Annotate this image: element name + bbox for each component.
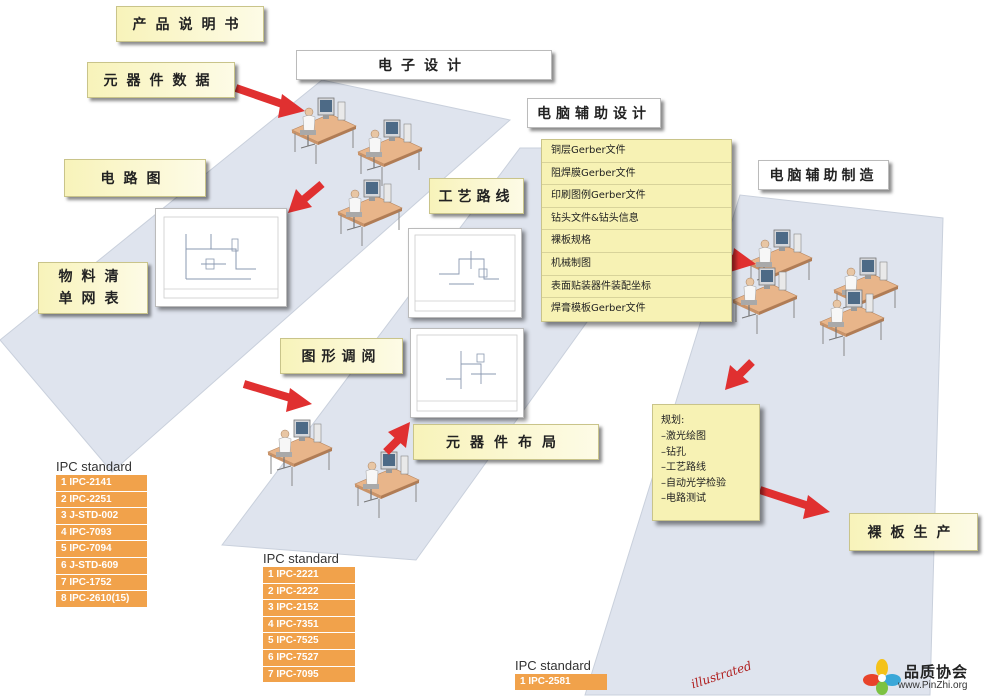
plan-item: –工艺路线 [661,462,706,473]
arrow-icon [234,84,305,118]
ipc-standard-item: 4 IPC-7351 [263,616,355,633]
file-list-item: 表面贴装器件装配坐标 [542,276,731,299]
label-component-layout: 元器件布局 [413,424,599,460]
watermark-url: www.PinZhi.org [898,680,968,691]
ipc-standard-item: 7 IPC-1752 [56,574,147,591]
file-list-item: 印刷图例Gerber文件 [542,185,731,208]
file-list-item: 机械制图 [542,253,731,276]
cad-file-list: 铜层Gerber文件 阻焊膜Gerber文件 印刷图例Gerber文件 钻头文件… [541,139,732,322]
label-cam: 电脑辅助制造 [758,160,889,190]
file-list-item: 裸板规格 [542,230,731,253]
ipc-standard-item: 4 IPC-7093 [56,524,147,541]
file-list-item: 阻焊膜Gerber文件 [542,163,731,186]
label-bom-line1: 物料清 [58,269,128,285]
plan-title: 规划: [661,415,685,426]
label-bom-netlist: 物料清 单网表 [38,262,148,314]
arrow-icon [242,380,312,412]
label-component-data: 元器件数据 [87,62,235,98]
label-cad: 电脑辅助设计 [527,98,661,128]
ipc-standard-item: 3 J-STD-002 [56,508,147,524]
ipc-standard-item: 7 IPC-7095 [263,666,355,683]
ipc-standard-item: 2 IPC-2222 [263,583,355,600]
ipc-standard-item: 2 IPC-2251 [56,491,147,508]
arrow-icon [758,486,830,519]
label-schematic: 电路图 [64,159,206,197]
label-product-manual: 产品说明书 [116,6,264,42]
label-bom-line2: 单网表 [58,291,128,307]
arrow-icon [383,422,410,455]
review-drawing [410,328,524,418]
plan-item: –自动光学检验 [661,477,726,489]
ipc-standard-item: 3 IPC-2152 [263,600,355,616]
ipc-standard-item: 1 IPC-2581 [515,674,607,690]
ipc-standard-item: 5 IPC-7525 [263,633,355,649]
ipc-standard-list: IPC standard 1 IPC-2141 2 IPC-2251 3 J-S… [56,459,147,608]
plan-item: –激光绘图 [661,431,706,442]
arrow-icon [288,180,325,213]
plan-item: –钻孔 [661,446,686,458]
file-list-item: 焊膏模板Gerber文件 [551,303,646,315]
ipc-standard-title: IPC standard [515,658,591,673]
label-electronic-design: 电子设计 [296,50,552,80]
ipc-standard-title: IPC standard [263,551,339,566]
watermark: 品质协会 www.PinZhi.org [862,658,982,696]
file-list-item: 钻头文件&钻头信息 [542,208,731,231]
arrow-icon [725,359,755,390]
cam-plan-box: 规划: –激光绘图 –钻孔 –工艺路线 –自动光学检验 –电路测试 [652,404,760,521]
ipc-standard-item: 6 IPC-7527 [263,649,355,666]
ipc-standard-list: IPC standard 1 IPC-2581 [515,658,607,691]
label-bare-board: 裸板生产 [849,513,978,551]
ipc-standard-list: IPC standard 1 IPC-2221 2 IPC-2222 3 IPC… [263,551,355,683]
watermark-title: 品质协会 [904,663,969,681]
ipc-standard-item: 8 IPC-2610(15) [56,591,147,607]
label-graphic-review: 图形调阅 [280,338,403,374]
plan-item: –电路测试 [661,493,706,504]
ipc-standard-item: 1 IPC-2221 [263,567,355,583]
ipc-standard-item: 6 J-STD-609 [56,557,147,574]
file-list-item: 铜层Gerber文件 [542,140,731,163]
schematic-drawing [155,208,287,307]
ipc-standard-item: 1 IPC-2141 [56,475,147,491]
routing-drawing [408,228,522,318]
ipc-standard-item: 5 IPC-7094 [56,541,147,557]
flower-logo-icon [863,659,901,695]
label-process-route: 工艺路线 [429,178,524,214]
ipc-standard-title: IPC standard [56,459,132,474]
